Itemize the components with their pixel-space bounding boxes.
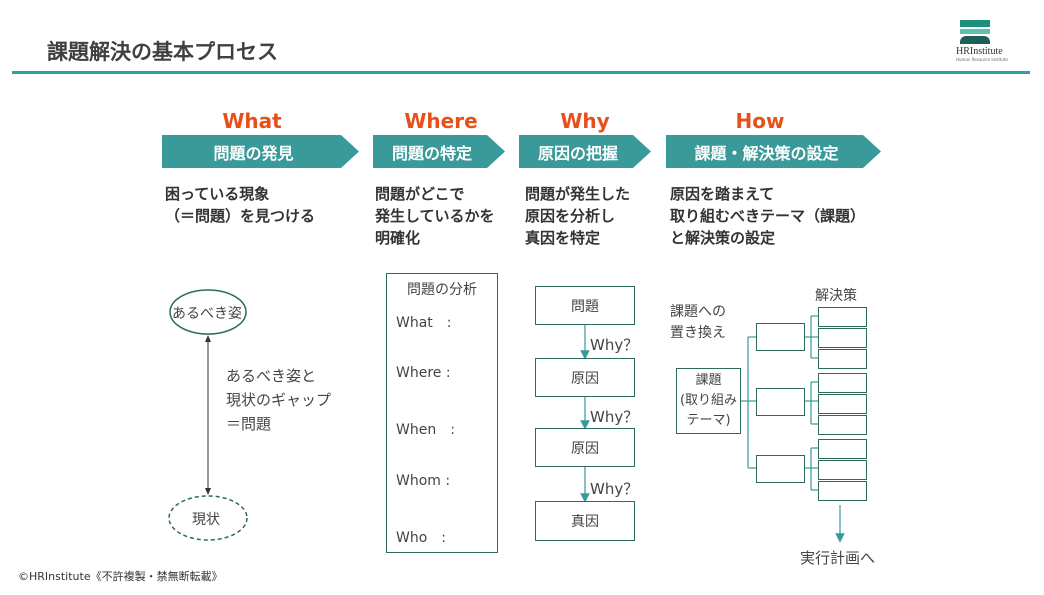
current-label: 現状 bbox=[192, 512, 220, 528]
hrinstitute-logo: HRInstitute Human Resource Institute bbox=[956, 20, 1016, 62]
why-label-1: Why？ bbox=[590, 336, 639, 354]
title-divider bbox=[12, 71, 1030, 74]
desc-why: 問題が発生した原因を分析し真因を特定 bbox=[525, 185, 631, 247]
banner-discover: 問題の発見 bbox=[162, 135, 359, 168]
header-why: Why bbox=[560, 109, 610, 133]
page-title: 課題解決の基本プロセス bbox=[47, 40, 278, 64]
gap-text: あるべき姿と現状のギャップ＝問題 bbox=[226, 367, 332, 433]
header-how: How bbox=[735, 109, 785, 133]
solution-box bbox=[818, 328, 867, 348]
ideal-label: あるべき姿 bbox=[172, 306, 242, 322]
solution-box bbox=[818, 439, 867, 459]
replace-label: 課題への置き換え bbox=[670, 304, 726, 341]
solutions-label: 解決策 bbox=[815, 288, 857, 304]
desc-what: 困っている現象（＝問題）を見つける bbox=[165, 185, 316, 225]
banner-identify: 問題の特定 bbox=[373, 135, 505, 168]
issue-box bbox=[756, 323, 805, 351]
solution-box bbox=[818, 460, 867, 480]
current-ellipse bbox=[168, 495, 248, 541]
desc-where: 問題がどこで発生しているかを明確化 bbox=[375, 185, 495, 247]
next-step-label: 実行計画へ bbox=[800, 549, 876, 567]
header-where: Where bbox=[404, 109, 478, 133]
solution-box bbox=[818, 394, 867, 414]
why-label-3: Why？ bbox=[590, 480, 639, 498]
why-box-problem: 問題 bbox=[535, 286, 635, 325]
theme-box: 課題(取り組みテーマ) bbox=[676, 368, 741, 434]
why-box-root-cause: 真因 bbox=[535, 501, 635, 541]
issue-box bbox=[756, 455, 805, 483]
why-label-2: Why？ bbox=[590, 408, 639, 426]
why-box-cause-1: 原因 bbox=[535, 358, 635, 397]
solution-box bbox=[818, 349, 867, 369]
why-box-cause-2: 原因 bbox=[535, 428, 635, 467]
solution-box bbox=[818, 481, 867, 501]
analysis-box: 問題の分析 What : Where : When : Whom : Who : bbox=[386, 273, 498, 553]
banner-solution: 課題・解決策の設定 bbox=[666, 135, 881, 168]
solution-box bbox=[818, 373, 867, 393]
issue-box bbox=[756, 388, 805, 416]
desc-how: 原因を踏まえて取り組むべきテーマ（課題）と解決策の設定 bbox=[670, 185, 866, 247]
ideal-ellipse bbox=[169, 289, 247, 335]
banner-cause: 原因の把握 bbox=[519, 135, 651, 168]
solution-box bbox=[818, 307, 867, 327]
header-what: What bbox=[222, 109, 282, 133]
copyright-footer: ©HRInstitute《不許複製・禁無断転載》 bbox=[18, 570, 223, 583]
solution-box bbox=[818, 415, 867, 435]
